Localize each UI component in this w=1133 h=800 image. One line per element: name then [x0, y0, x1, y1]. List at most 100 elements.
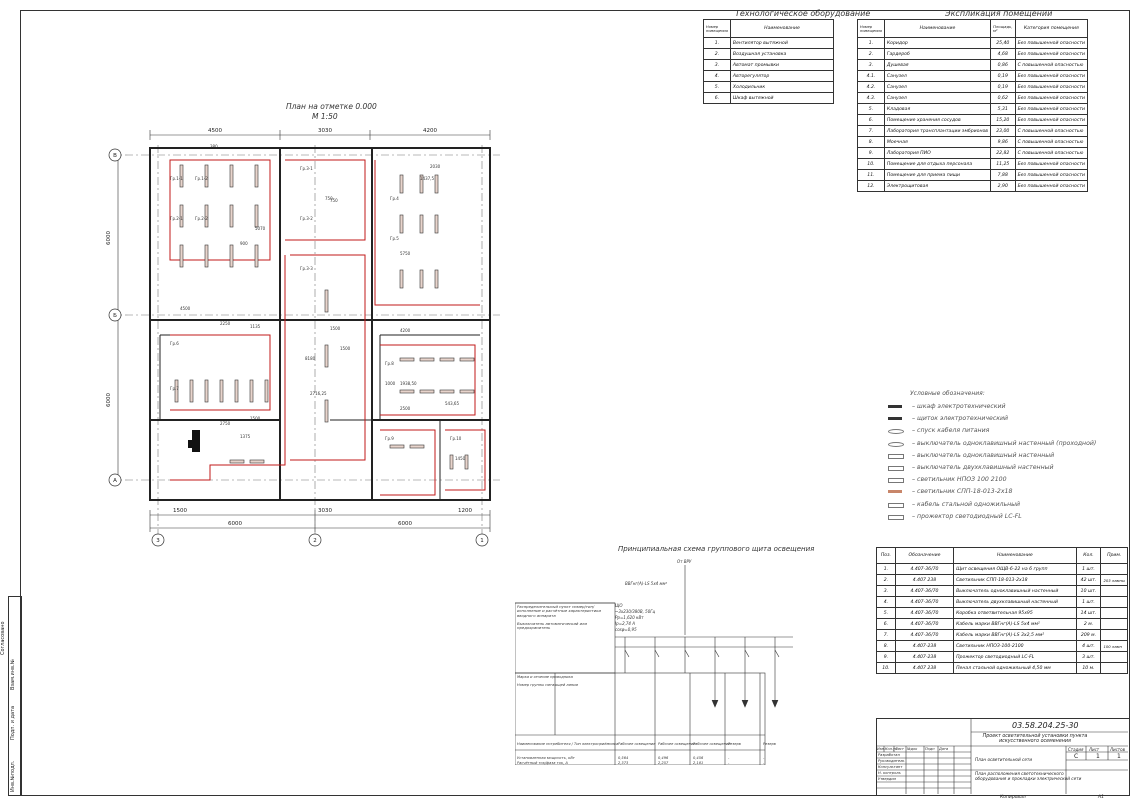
legend-symbol [888, 478, 904, 484]
room-name: Санузел [883, 81, 991, 93]
plan-group-label: Гр.1-2 [195, 176, 208, 181]
luminaire [419, 174, 424, 194]
side-label-2: Подп. и дата [10, 705, 16, 740]
plan-note: 900 [240, 241, 248, 246]
plan-group-label: Гр.3-1 [300, 166, 313, 171]
plan-note: 750 [325, 196, 333, 201]
legend-symbol [888, 466, 904, 471]
plan-note: 2716,25 [310, 391, 327, 396]
title-block [876, 718, 1130, 796]
legend-item: – выключатель одноклавишный настенный (п… [912, 439, 1097, 447]
room-name: Помещение хранения сосудов [883, 114, 991, 126]
floor-plan: В Б А 3 2 1 4500 3030 4200 1500 3030 120… [106, 128, 500, 547]
scheme-feed: От ВРУ [677, 559, 692, 564]
room-area: 0,62 [989, 92, 1016, 104]
stamp-role: Утвердил [878, 777, 897, 781]
luminaire [419, 389, 435, 394]
scheme-row1-value: 0,456 [693, 756, 704, 760]
breaker-switch [744, 649, 750, 658]
room-num: 4.1. [857, 70, 885, 82]
luminaire [174, 379, 179, 403]
scheme-row1-value: 0,496 [658, 756, 669, 760]
rooms-title: Экспликация помещений [945, 9, 1053, 18]
plan-note: 1938,50 [400, 381, 417, 386]
luminaire [179, 244, 184, 268]
room-name: Электрощитовая [883, 180, 991, 192]
room-num: 2. [857, 48, 885, 60]
dim-bot1-1: 1500 [173, 508, 187, 514]
plan-group-label: Гр.10 [450, 436, 462, 441]
room-name: Лаборатория трансплантации эмбрионов [883, 125, 991, 137]
stamp-sheet-title: План осветительной сети [975, 757, 1033, 762]
table-row: 6.Шкаф вытяжной [703, 92, 835, 104]
spec-code: 4.407-36/70 [894, 585, 955, 597]
spec-name: Кабель марки ВВГнг(А)-LS 5х4 мм² [953, 618, 1077, 630]
axis-letter-bot: А [113, 478, 117, 484]
plan-group-label: Гр.2-1 [170, 216, 183, 221]
room-name: Лаборатория ПИО [883, 147, 991, 159]
plan-title: План на отметке 0.000 [286, 102, 377, 111]
room-category: Без повышенной опасности [1014, 70, 1089, 82]
plan-group-label: Гр.6 [170, 341, 179, 346]
breaker-switch [714, 649, 720, 658]
legend-item: – выключатель двухклавишный настенный [912, 464, 1054, 471]
room-name: Душевая [883, 59, 991, 71]
scheme-row2-value: - [728, 761, 730, 765]
luminaire [204, 244, 209, 268]
plan-note: 1500 [340, 346, 351, 351]
breaker-switch [684, 649, 690, 658]
rooms-header-name: Наименование [883, 19, 991, 38]
plan-note: 1437,5 [420, 176, 434, 181]
equipment-num: 3. [703, 59, 731, 71]
scheme-note-2: Марка и сечение проводника [517, 675, 573, 679]
luminaire [179, 164, 184, 188]
spec-note [1100, 662, 1128, 674]
luminaire [249, 379, 254, 403]
scheme-row1-value: - [763, 756, 765, 760]
breaker-switch [654, 649, 660, 658]
scheme-note-0: Распределительный пункт номер/тип/исполн… [517, 605, 601, 618]
plan-note: 2500 [400, 406, 411, 411]
arrow-down-icon [711, 699, 719, 708]
scheme-note-3: Номер группы питающей линии [517, 683, 578, 687]
spec-note [1100, 563, 1128, 575]
spec-code: 4.407-36/70 [894, 618, 955, 630]
luminaire [464, 454, 469, 470]
scheme-row2-value: 2,373 [618, 761, 629, 765]
legend-item: – шкаф электротехнический [912, 403, 1006, 410]
luminaire [439, 389, 455, 394]
spec-pos: 5. [876, 607, 896, 619]
plan-note: 1135 [250, 324, 261, 329]
stamp-col: Лист [895, 747, 904, 751]
spec-note [1100, 629, 1128, 641]
luminaire [254, 204, 259, 228]
spec-name: Кабель марки ВВГнг(А)-LS 3х2,5 мм² [953, 629, 1077, 641]
scheme-note-1: Выключатель автоматический или предохран… [517, 620, 587, 631]
scheme-row2-label: Расчётный ток/фаза ток, А [517, 761, 568, 765]
plan-note: 4500 [180, 306, 191, 311]
spec-pos: 9. [876, 651, 896, 663]
luminaire [399, 214, 404, 234]
room-name: Санузел [883, 70, 991, 82]
room-name: Санузел [883, 92, 991, 104]
legend-symbol [888, 417, 902, 421]
legend-symbol [888, 453, 904, 459]
luminaire [324, 399, 329, 423]
stamp-sheet-label: Лист [1089, 747, 1100, 752]
spec-pos: 3. [876, 585, 896, 597]
scheme-row1-value: - [728, 756, 730, 760]
stamp-role: Н. контроль [878, 771, 901, 775]
spec-table: Поз. Обозначение Наименование Кол. Прим.… [876, 547, 1128, 674]
room-num: 3. [857, 59, 885, 71]
legend-symbol [888, 490, 902, 494]
dim-left-2: 6000 [106, 393, 112, 407]
room-category: Без повышенной опасности [1014, 169, 1089, 181]
